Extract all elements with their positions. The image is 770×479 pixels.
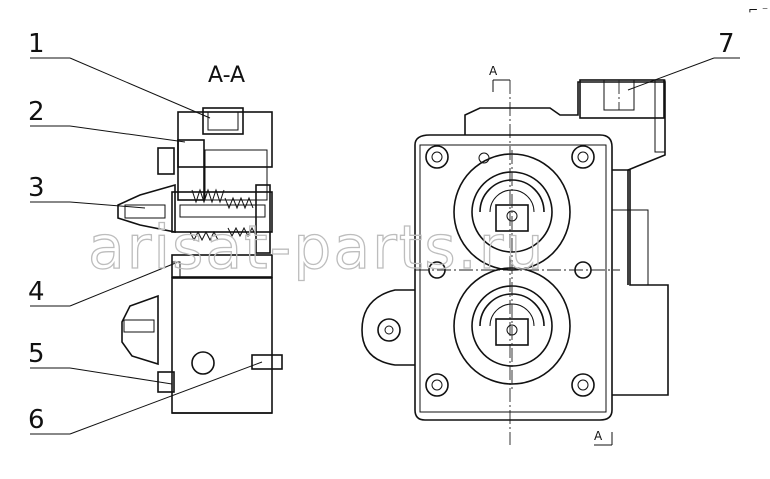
corner-mark: ⌐ ⁻ [748, 3, 768, 17]
callout-label-1: 1 [28, 29, 45, 59]
callout-label-5: 5 [28, 339, 45, 369]
callout-label-3: 3 [28, 173, 45, 203]
callouts: 1 2 3 4 5 6 7 [28, 29, 740, 435]
callout-label-7: 7 [718, 29, 735, 59]
callout-label-6: 6 [28, 405, 45, 435]
section-view [117, 107, 283, 414]
section-marker-bottom: A [594, 429, 603, 443]
front-view: A A [361, 64, 669, 446]
callout-label-4: 4 [28, 277, 45, 307]
watermark-text: arisat-parts.ru [88, 213, 545, 283]
section-title: A-A [208, 63, 245, 88]
callout-label-2: 2 [28, 97, 45, 127]
section-marker-top: A [489, 64, 498, 78]
